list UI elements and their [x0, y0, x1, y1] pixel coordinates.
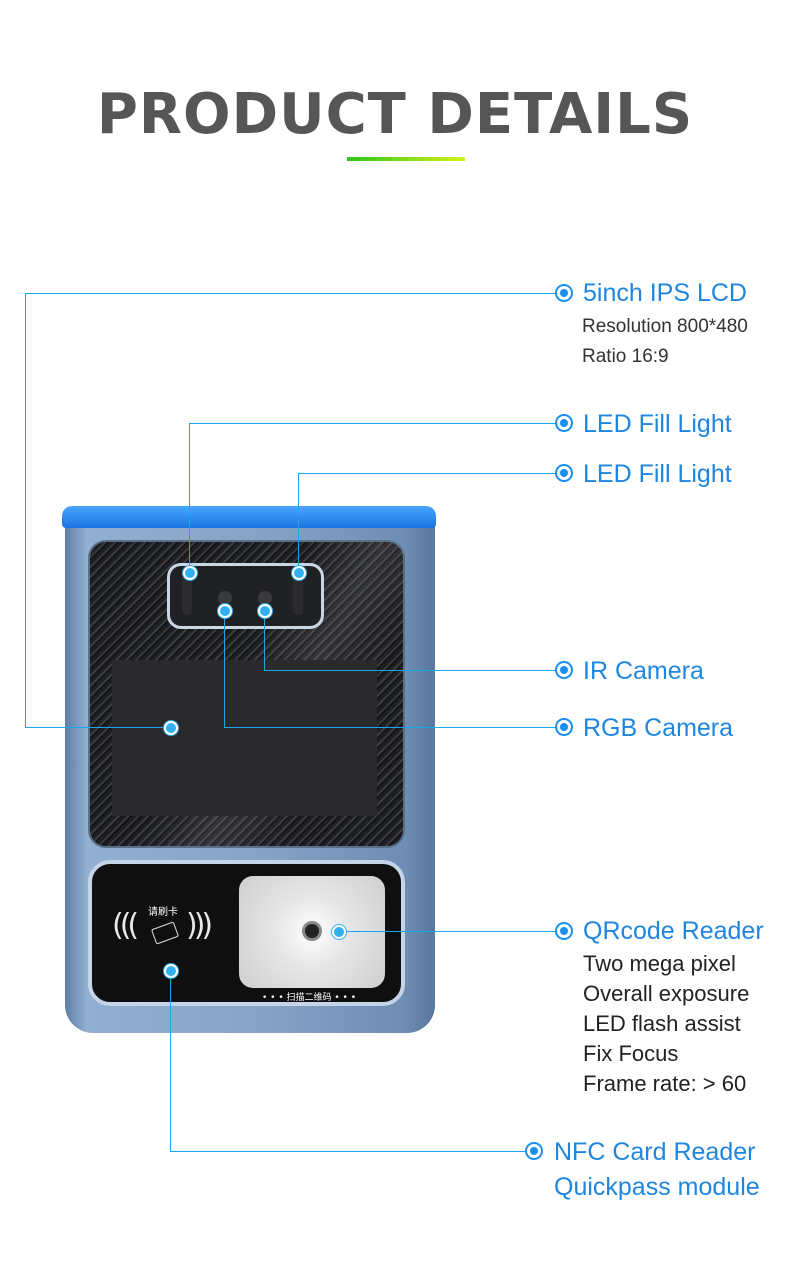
lcd-leader-v: [25, 293, 26, 727]
nfc-marker-icon: [525, 1142, 543, 1160]
qrcode-lens: [302, 921, 322, 941]
ir-marker-icon: [555, 661, 573, 679]
led1-leader-h: [189, 423, 565, 424]
qr-spec-focus: Fix Focus: [583, 1041, 679, 1066]
ir-leader-h: [264, 670, 565, 671]
qr-spec-flash: LED flash assist: [583, 1011, 741, 1036]
nfc-leader-h: [170, 1151, 535, 1152]
lcd-marker-icon: [555, 284, 573, 302]
led-fill-light-label-1: LED Fill Light: [583, 410, 732, 438]
led1-leader-v: [189, 423, 190, 572]
led-fill-light-label-2: LED Fill Light: [583, 460, 732, 488]
qr-leader-h: [338, 931, 565, 932]
lcd-leader-h: [25, 293, 565, 294]
led2-leader-h: [298, 473, 565, 474]
nfc-wave-left-icon: (((: [112, 908, 139, 943]
led-fill-light-right: [293, 575, 303, 615]
lcd-point: [164, 721, 178, 735]
qr-spec-exposure: Overall exposure: [583, 981, 750, 1006]
device-top-light: [62, 506, 436, 528]
qr-marker-icon: [555, 922, 573, 940]
led2-leader-v: [298, 473, 299, 572]
qr-point: [332, 925, 346, 939]
qr-spec-pixel: Two mega pixel: [583, 951, 736, 976]
led2-point: [292, 566, 306, 580]
nfc-label: NFC Card Reader: [554, 1138, 756, 1166]
rgb-camera-label: RGB Camera: [583, 714, 734, 742]
qrcode-reader-label: QRcode Reader: [583, 917, 764, 945]
nfc-label-2: Quickpass module: [554, 1173, 760, 1201]
rgb-point: [218, 604, 232, 618]
qr-spec-framerate: Frame rate: > 60: [583, 1071, 747, 1096]
led2-marker-icon: [555, 464, 573, 482]
rgb-marker-icon: [555, 718, 573, 736]
ir-camera-label: IR Camera: [583, 657, 704, 685]
ir-camera-lens: [258, 591, 272, 605]
led-fill-light-left: [182, 575, 192, 615]
lcd-spec-resolution: Resolution 800*480: [582, 316, 748, 337]
rgb-leader-h: [224, 727, 565, 728]
led1-point: [183, 566, 197, 580]
lcd-screen: [112, 660, 377, 816]
rgb-leader-v: [224, 610, 225, 727]
nfc-leader-v: [170, 970, 171, 1151]
led1-marker-icon: [555, 414, 573, 432]
title-underline: [347, 157, 465, 161]
rgb-camera-lens: [218, 591, 232, 605]
lcd-leader-h2: [25, 727, 170, 728]
ir-point: [258, 604, 272, 618]
nfc-point: [164, 964, 178, 978]
ir-leader-v: [264, 610, 265, 670]
lcd-spec-ratio: Ratio 16:9: [582, 346, 669, 367]
page-title: PRODUCT DETAILS: [96, 82, 694, 147]
nfc-wave-right-icon: ))): [186, 908, 213, 943]
nfc-prompt: 请刷卡: [148, 907, 178, 918]
scan-prompt: • • • 扫描二维码 • • •: [262, 993, 357, 1003]
lcd-label: 5inch IPS LCD: [583, 279, 747, 307]
